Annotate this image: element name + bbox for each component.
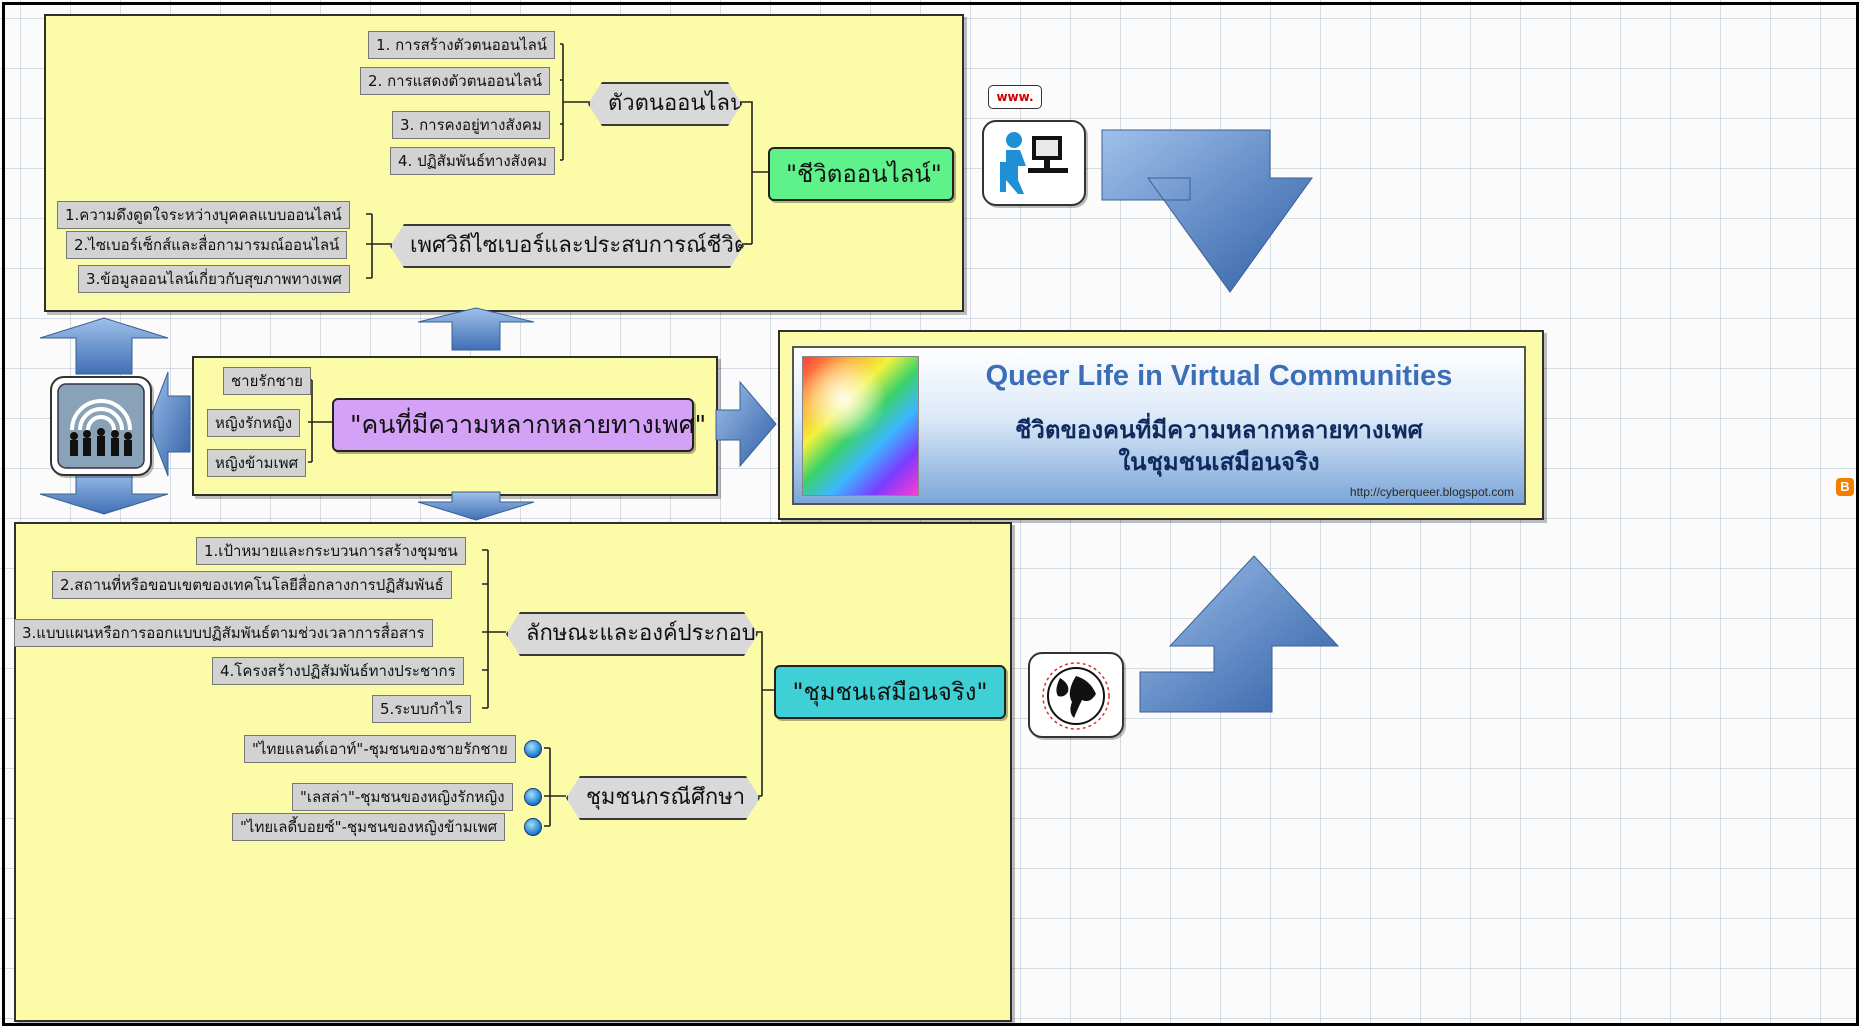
banner: Queer Life in Virtual Communities ชีวิตข… bbox=[792, 346, 1526, 505]
leaf-case-2: "เลสล่า"-ชุมชนของหญิงรักหญิง bbox=[292, 783, 513, 811]
arrow-up-middle bbox=[417, 307, 535, 351]
leaf-characteristic-4: 4.โครงสร้างปฏิสัมพันธ์ทางประชากร bbox=[212, 657, 464, 685]
leaf-cyber-sex-1: 1.ความดึงดูดใจระหว่างบุคคลแบบออนไลน์ bbox=[57, 201, 350, 229]
leaf-gay-men: ชายรักชาย bbox=[223, 367, 311, 395]
node-virtual-community: "ชุมชนเสมือนจริง" bbox=[774, 665, 1006, 719]
banner-subtitle-1: ชีวิตของคนที่มีความหลากหลายทางเพศ bbox=[1015, 416, 1423, 444]
node-case-study: ชุมชนกรณีศึกษา bbox=[566, 776, 760, 820]
banner-image bbox=[802, 356, 919, 496]
leaf-characteristic-3: 3.แบบแผนหรือการออกแบบปฏิสัมพันธ์ตามช่วงเ… bbox=[14, 619, 433, 647]
arrow-left bbox=[147, 371, 191, 477]
www-bubble: www. bbox=[988, 85, 1042, 109]
leaf-online-self-2: 2. การแสดงตัวตนออนไลน์ bbox=[360, 67, 550, 95]
node-cyber-sex: เพศวิถีไซเบอร์และประสบการณ์ชีวิต bbox=[390, 224, 744, 268]
hyperlink-globe-icon[interactable] bbox=[524, 740, 542, 758]
leaf-online-self-4: 4. ปฏิสัมพันธ์ทางสังคม bbox=[390, 147, 556, 175]
panel-virtual-community bbox=[14, 522, 1012, 1022]
www-bubble-label: www. bbox=[996, 90, 1034, 104]
node-online-life: "ชีวิตออนไลน์" bbox=[768, 147, 954, 201]
leaf-trans-women: หญิงข้ามเพศ bbox=[207, 449, 307, 477]
leaf-lesbian: หญิงรักหญิง bbox=[207, 409, 301, 437]
leaf-characteristic-5: 5.ระบบกำไร bbox=[372, 695, 471, 723]
hyperlink-globe-icon[interactable] bbox=[524, 818, 542, 836]
leaf-case-3: "ไทยเลดี้บอยซ์"-ชุมชนของหญิงข้ามเพศ bbox=[232, 813, 506, 841]
arrow-up-left bbox=[39, 317, 169, 375]
globe-icon bbox=[1028, 652, 1124, 738]
banner-title: Queer Life in Virtual Communities bbox=[985, 360, 1453, 392]
leaf-characteristic-2: 2.สถานที่หรือขอบเขตของเทคโนโลยีสื่อกลางก… bbox=[52, 571, 452, 599]
leaf-characteristic-1: 1.เป้าหมายและกระบวนการสร้างชุมชน bbox=[196, 537, 466, 565]
node-characteristics: ลักษณะและองค์ประกอบ bbox=[506, 612, 758, 656]
arrow-bend-up bbox=[1139, 555, 1340, 713]
banner-subtitle-2: ในชุมชนเสมือนจริง bbox=[1118, 448, 1320, 476]
blogger-icon[interactable]: B bbox=[1836, 478, 1854, 496]
banner-url[interactable]: http://cyberqueer.blogspot.com bbox=[1349, 485, 1514, 499]
arrow-right-middle bbox=[715, 380, 777, 468]
arrow-down-middle bbox=[417, 491, 535, 521]
leaf-online-self-3: 3. การคงอยู่ทางสังคม bbox=[392, 111, 550, 139]
leaf-case-1: "ไทยแลนด์เอาท์"-ชุมชนของชายรักชาย bbox=[244, 735, 516, 763]
leaf-cyber-sex-3: 3.ข้อมูลออนไลน์เกี่ยวกับสุขภาพทางเพศ bbox=[78, 265, 350, 293]
people-group-icon bbox=[50, 376, 152, 476]
leaf-cyber-sex-2: 2.ไซเบอร์เซ็กส์และสื่อกามารมณ์ออนไลน์ bbox=[66, 231, 348, 259]
computer-user-icon bbox=[982, 120, 1086, 206]
arrow-bend-down bbox=[1101, 129, 1313, 293]
node-online-self: ตัวตนออนไลน์ bbox=[588, 82, 742, 126]
hyperlink-globe-icon[interactable] bbox=[524, 788, 542, 806]
node-sexual-diversity: "คนที่มีความหลากหลายทางเพศ" bbox=[332, 398, 706, 452]
leaf-online-self-1: 1. การสร้างตัวตนออนไลน์ bbox=[368, 31, 556, 59]
